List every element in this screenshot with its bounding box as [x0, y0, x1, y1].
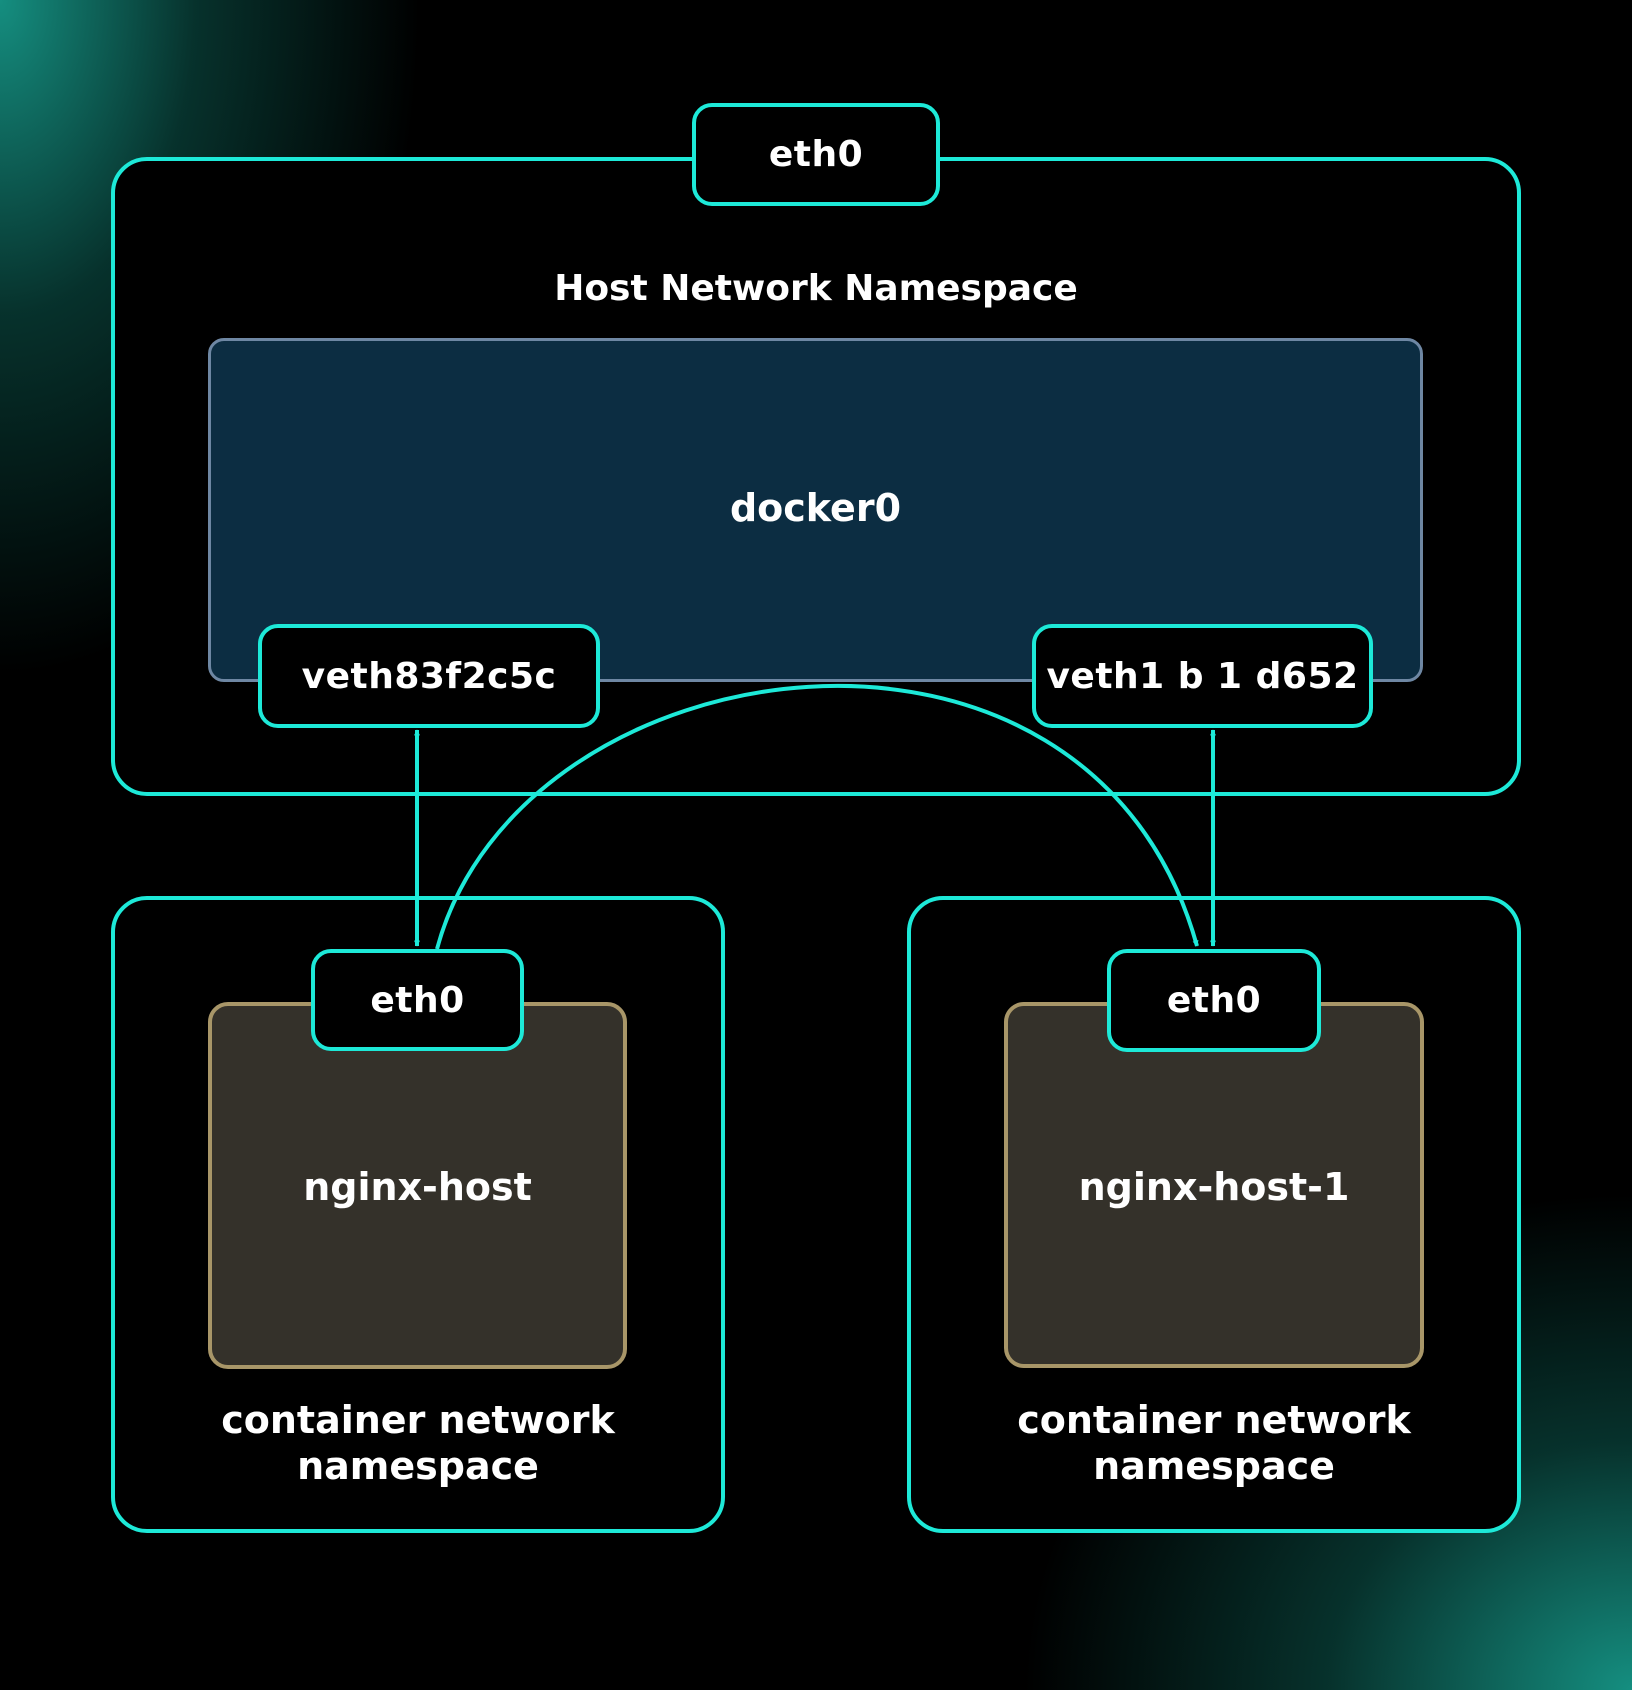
namespace-line-1: container network [1017, 1398, 1411, 1442]
container-2-eth0-interface[interactable]: eth0 [1107, 949, 1321, 1052]
veth-right-interface[interactable]: veth1 b 1 d652 [1032, 624, 1373, 728]
nginx-host-1-label: nginx-host-1 [1078, 1165, 1350, 1209]
container-1-namespace-label: container network namespace [111, 1397, 725, 1489]
nginx-host-1-container[interactable] [1004, 1002, 1424, 1368]
namespace-line-2: namespace [297, 1444, 539, 1488]
namespace-line-2: namespace [1093, 1444, 1335, 1488]
nginx-host-label: nginx-host [303, 1165, 532, 1209]
nginx-host-container[interactable] [208, 1002, 627, 1369]
docker0-label: docker0 [729, 486, 902, 530]
namespace-line-1: container network [221, 1398, 615, 1442]
container-2-namespace-label: container network namespace [907, 1397, 1521, 1489]
host-eth0-interface[interactable]: eth0 [692, 103, 940, 206]
container-1-eth0-interface[interactable]: eth0 [311, 949, 524, 1051]
host-namespace-title: Host Network Namespace [554, 268, 1078, 309]
veth-left-interface[interactable]: veth83f2c5c [258, 624, 600, 728]
